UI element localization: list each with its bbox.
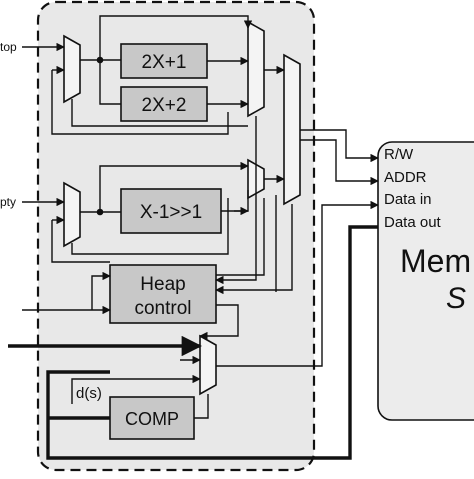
input-label-top: top xyxy=(0,40,17,54)
data-mux xyxy=(199,334,217,396)
memory-subtitle: S xyxy=(446,282,466,315)
memory-block xyxy=(377,141,474,421)
block-2x-plus-1-label: 2X+1 xyxy=(142,52,187,73)
block-2x-plus-2 xyxy=(120,86,208,122)
comp-block-label: COMP xyxy=(125,409,179,429)
memory-port-rw: R/W xyxy=(384,146,414,163)
input-mux-lower xyxy=(63,181,81,248)
input-label-empty: pty xyxy=(0,195,16,209)
block-2x-plus-1 xyxy=(120,43,208,79)
block-2x-plus-2-label: 2X+2 xyxy=(142,95,187,116)
signal-ds-label: d(s) xyxy=(76,385,102,402)
memory-port-data-out: Data out xyxy=(384,214,442,231)
wires xyxy=(22,15,379,419)
address-mux xyxy=(283,53,301,206)
heap-control-label-line2: control xyxy=(134,298,191,319)
block-shift-label: X-1>>1 xyxy=(140,202,202,223)
data-bus xyxy=(8,225,378,460)
datapath-panel xyxy=(36,0,316,472)
memory-port-addr: ADDR xyxy=(384,169,427,186)
memory-port-data-in: Data in xyxy=(384,191,432,208)
heap-control-label-line1: Heap xyxy=(140,274,185,295)
input-mux-upper xyxy=(63,34,81,104)
memory-title: Mem xyxy=(400,243,471,279)
upper-result-mux xyxy=(247,20,265,118)
